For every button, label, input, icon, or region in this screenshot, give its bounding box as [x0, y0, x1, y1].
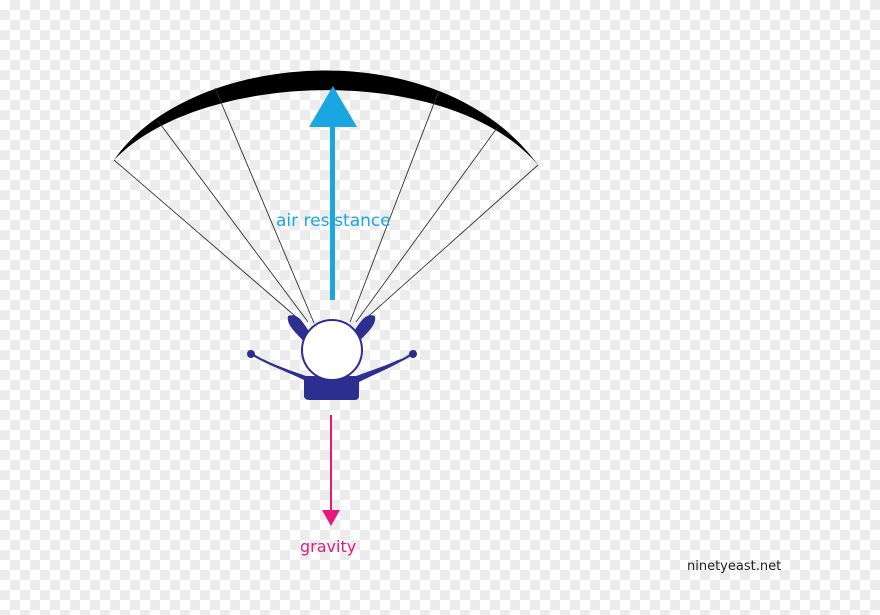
- air-resistance-label: air resistance: [276, 211, 391, 231]
- credit-label: ninetyeast.net: [687, 559, 782, 574]
- gravity-label: gravity: [300, 537, 357, 556]
- skydiver-head: [301, 319, 363, 381]
- air-resistance-arrow: [309, 86, 357, 300]
- gravity-arrow: [322, 415, 340, 526]
- parachute-canopy: [114, 70, 538, 165]
- suspension-lines: [113, 87, 539, 324]
